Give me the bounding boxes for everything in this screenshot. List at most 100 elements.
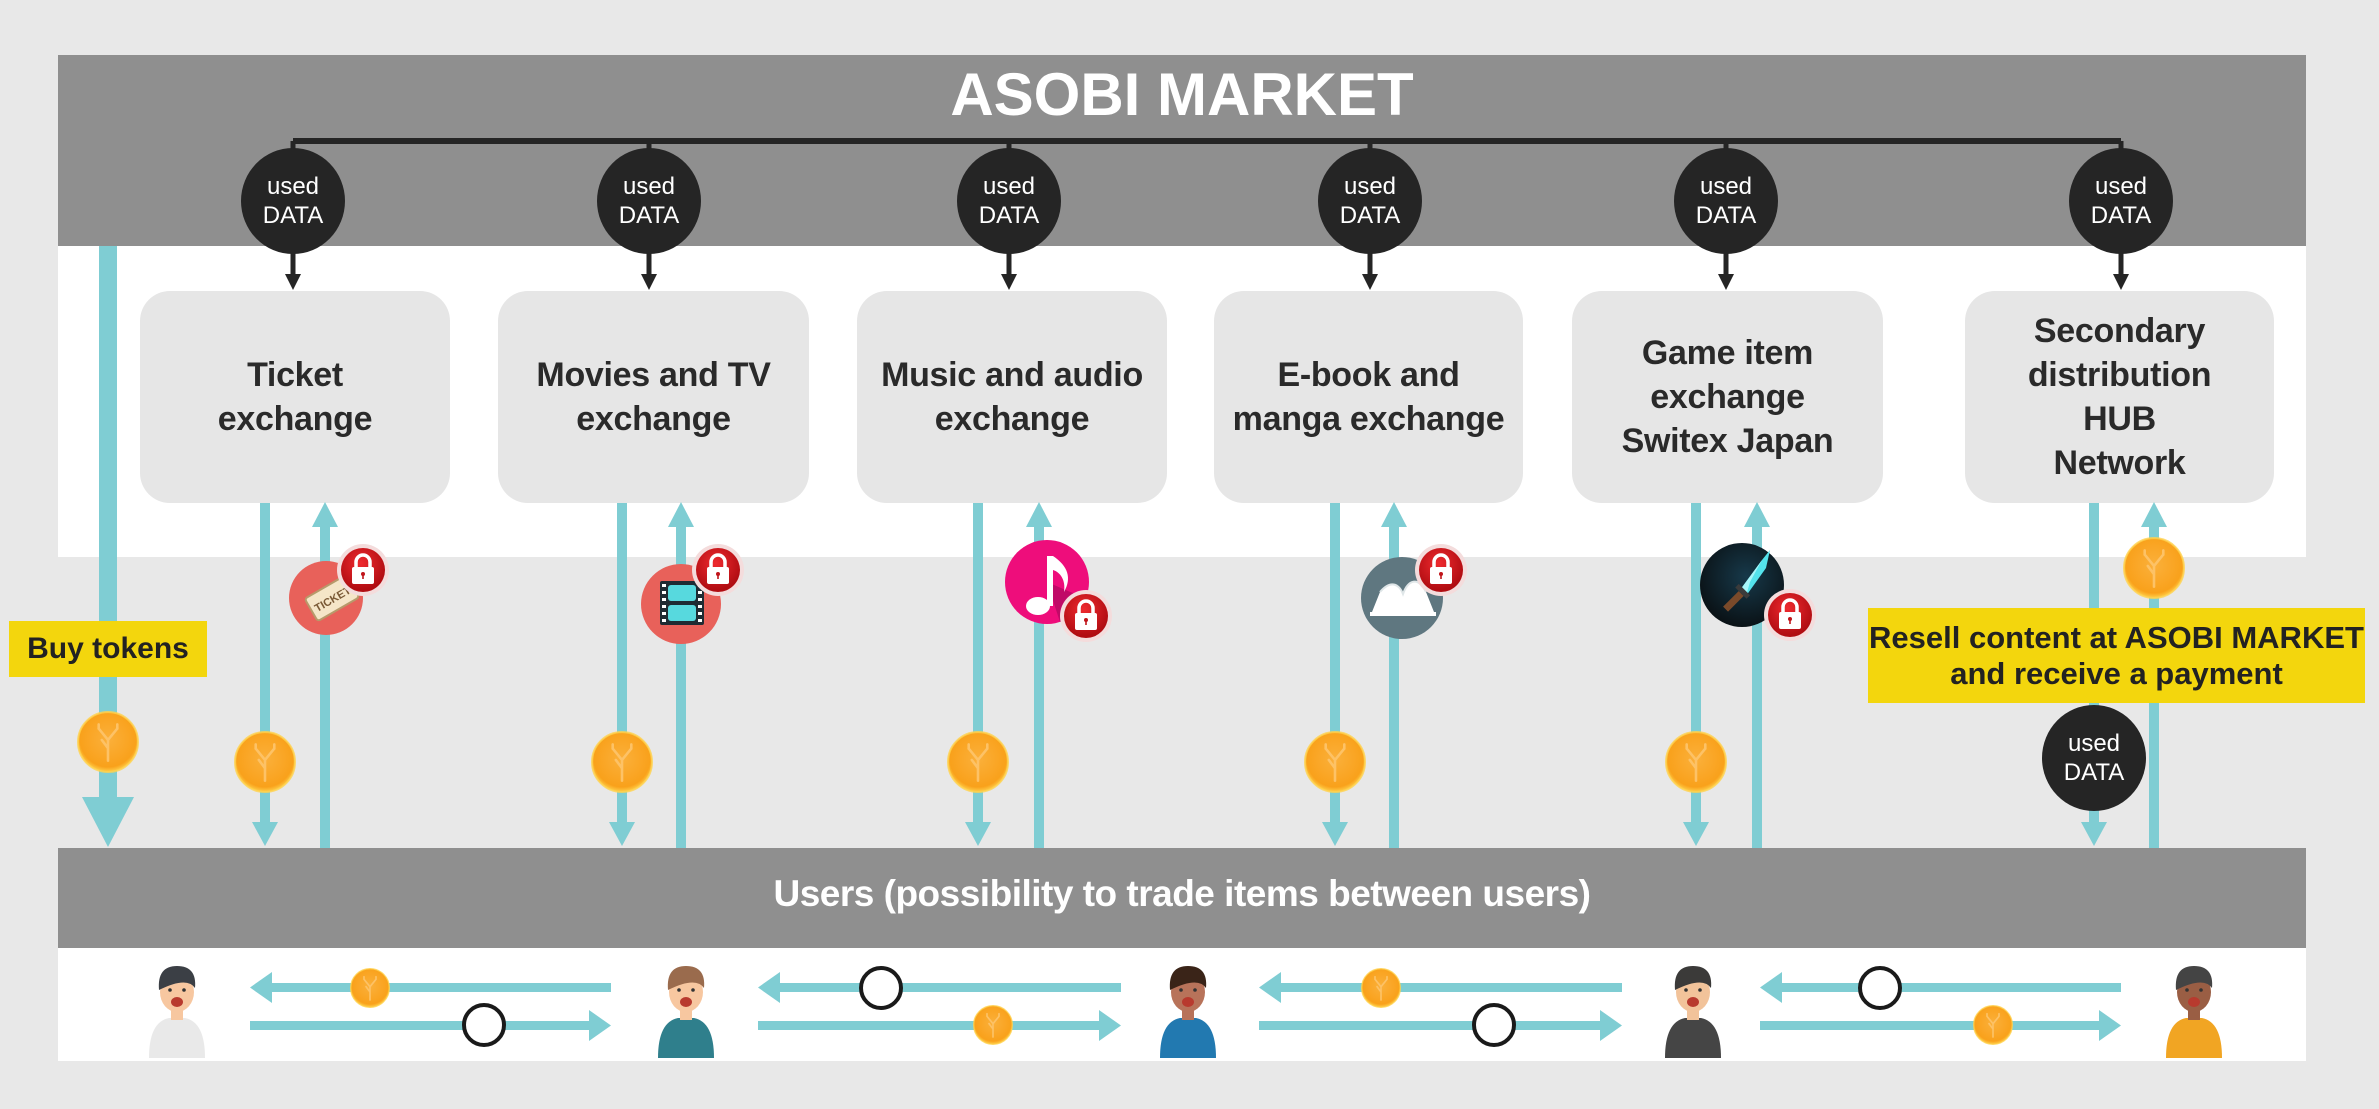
trade-arrow-left — [1271, 983, 1622, 992]
avatar-mouth — [1182, 997, 1194, 1007]
sword-icon — [1700, 543, 1784, 627]
avatar-eye — [182, 988, 186, 992]
user-trade-3 — [1760, 966, 2121, 1045]
trade-arrow-left — [262, 983, 611, 992]
token-coin-icon — [591, 731, 653, 793]
used-data-bubble: used DATA — [1318, 148, 1422, 254]
down-flow-line — [260, 503, 270, 829]
arrowhead-left — [758, 972, 780, 1003]
avatar-body — [1665, 1018, 1721, 1058]
trade-arrow-right — [250, 1021, 599, 1030]
used-data-label: DATA — [1339, 202, 1401, 229]
used-data-bubble: used DATA — [2069, 148, 2173, 254]
used-data-label: used — [2067, 730, 2121, 757]
user-trade-1 — [758, 966, 1121, 1045]
up-flow-line — [1389, 520, 1399, 848]
avatar-eye — [691, 988, 695, 992]
used-data-label: used — [982, 173, 1036, 200]
avatar-eye — [168, 988, 172, 992]
exchange-flow-3 — [1304, 502, 1407, 848]
up-flow-line — [676, 520, 686, 848]
used-data-label: DATA — [262, 202, 324, 229]
used-data-label: used — [622, 173, 676, 200]
resell-label: Resell content at ASOBI MARKET and recei… — [1868, 608, 2365, 703]
item-ring-icon — [1858, 966, 1902, 1010]
used-data-label: DATA — [618, 202, 680, 229]
user-avatar — [2166, 966, 2222, 1058]
avatar-eye — [1684, 988, 1688, 992]
used-data-label: DATA — [2090, 202, 2152, 229]
lock-icon — [691, 543, 745, 597]
used-data-bubble: used DATA — [597, 148, 701, 254]
exchange-box-ebook-manga: E-book and manga exchange — [1214, 291, 1523, 503]
used-data-bubble: used DATA — [241, 148, 345, 254]
avatar-eye — [1698, 988, 1702, 992]
item-ring-icon — [1472, 1003, 1516, 1047]
used-data-label: used — [1343, 173, 1397, 200]
exchange-box-movies-tv: Movies and TV exchange — [498, 291, 809, 503]
arrowhead — [285, 274, 301, 290]
exchange-flow-1 — [591, 502, 694, 848]
arrowhead-left — [250, 972, 272, 1003]
token-coin-icon — [1973, 1005, 2013, 1045]
avatar-mouth — [171, 997, 183, 1007]
down-arrowhead — [965, 822, 991, 846]
user-avatar — [658, 966, 714, 1058]
exchange-box-game-item: Game item exchange Switex Japan — [1572, 291, 1883, 503]
token-coin-icon — [1361, 968, 1401, 1008]
buy-tokens-label: Buy tokens — [9, 621, 207, 677]
avatar-hair — [2175, 966, 2213, 990]
item-ring-icon — [859, 966, 903, 1010]
used-data-bubble: used DATA — [1674, 148, 1778, 254]
used-data-label: DATA — [2063, 759, 2125, 786]
user-avatar — [149, 966, 205, 1058]
arrowhead-right — [1099, 1010, 1121, 1041]
up-flow-line — [1034, 520, 1044, 848]
down-arrowhead — [609, 822, 635, 846]
avatar-body — [1160, 1018, 1216, 1058]
avatar-eye — [2199, 988, 2203, 992]
resell-label-line2: and receive a payment — [1950, 655, 2283, 691]
up-arrowhead — [312, 502, 338, 527]
trade-arrow-right — [1259, 1021, 1610, 1030]
avatar-body — [658, 1018, 714, 1058]
down-flow-line — [973, 503, 983, 829]
used-data-label: used — [266, 173, 320, 200]
token-coin-icon — [77, 711, 139, 773]
exchange-flow-0 — [234, 502, 338, 848]
token-coin-icon — [1665, 731, 1727, 793]
exchange-box-ticket: Ticket exchange — [140, 291, 450, 503]
avatar-mouth — [2188, 997, 2200, 1007]
arrowhead — [1362, 274, 1378, 290]
avatar-eye — [2185, 988, 2189, 992]
token-coin-icon — [350, 968, 390, 1008]
exchange-flow-2 — [947, 502, 1052, 848]
film-icon — [641, 564, 721, 644]
token-coin-icon — [234, 731, 296, 793]
arrowhead-right — [1600, 1010, 1622, 1041]
down-flow-line — [617, 503, 627, 829]
trade-arrow-right — [1760, 1021, 2109, 1030]
arrowhead — [1718, 274, 1734, 290]
avatar-eye — [1179, 988, 1183, 992]
token-coin-icon — [1304, 731, 1366, 793]
token-coin-icon — [973, 1005, 1013, 1045]
down-arrowhead — [1322, 822, 1348, 846]
avatar-body — [2166, 1018, 2222, 1058]
avatar-hair — [1674, 966, 1712, 990]
used-data-bubble: used DATA — [957, 148, 1061, 254]
lock-icon — [336, 543, 390, 597]
up-arrowhead — [2141, 502, 2167, 527]
market-header-band — [58, 55, 2306, 246]
used-data-bubble-resale: used DATA — [2042, 705, 2146, 811]
up-arrowhead — [668, 502, 694, 527]
exchange-box-music-audio: Music and audio exchange — [857, 291, 1167, 503]
arrowhead-left — [1259, 972, 1281, 1003]
down-flow-line — [1691, 503, 1701, 829]
arrowhead-left — [1760, 972, 1782, 1003]
arrowhead — [641, 274, 657, 290]
down-flow-line — [1330, 503, 1340, 829]
used-data-label: DATA — [1695, 202, 1757, 229]
item-ring-icon — [462, 1003, 506, 1047]
